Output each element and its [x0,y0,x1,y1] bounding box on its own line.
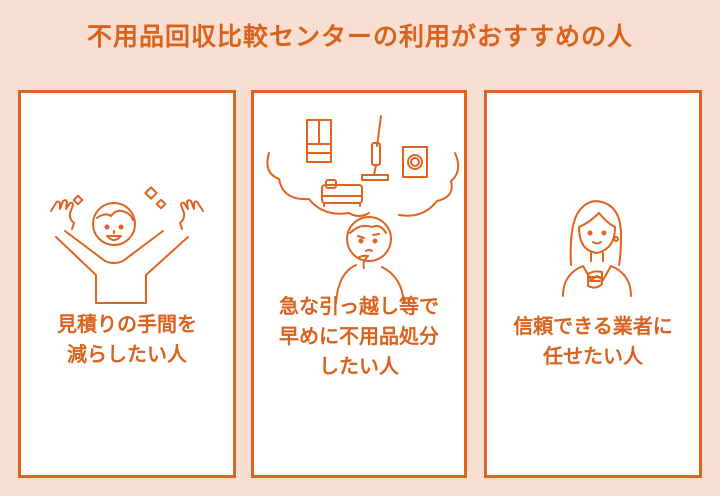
page-title: 不用品回収比較センターの利用がおすすめの人 [86,22,633,51]
thinking-person-appliances-icon [266,115,460,304]
card-caption: 見積りの手間を 減らしたい人 [57,312,197,366]
businesswoman-icon [562,200,632,297]
cheering-person-icon [50,186,204,304]
card-trusted-provider: 信頼できる業者に 任せたい人 [484,90,702,478]
card-quick-disposal: 急な引っ越し等で 早めに不用品処分 したい人 [251,90,467,478]
card-caption: 急な引っ越し等で 早めに不用品処分 したい人 [279,294,439,378]
card-reduce-estimate-effort: 見積りの手間を 減らしたい人 [18,90,236,478]
card-caption: 信頼できる業者に 任せたい人 [513,314,673,368]
